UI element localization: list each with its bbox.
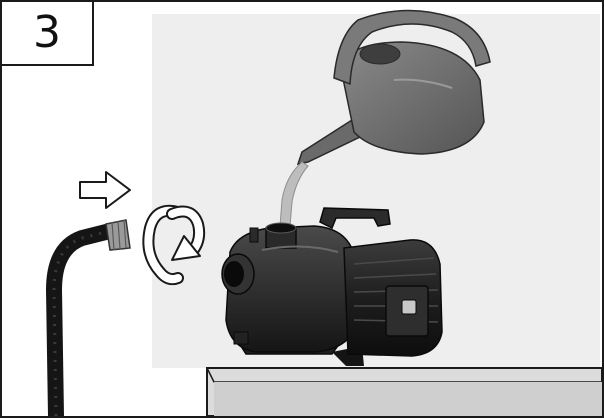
- rotate-arrow-icon: [142, 204, 206, 286]
- step-label-box: 3: [2, 2, 94, 66]
- suction-hose: [45, 219, 131, 416]
- step-number: 3: [33, 7, 61, 58]
- table: [206, 367, 602, 416]
- watering-can: [296, 9, 491, 165]
- insert-arrow-icon: [79, 171, 131, 209]
- garden-pump: [221, 207, 443, 366]
